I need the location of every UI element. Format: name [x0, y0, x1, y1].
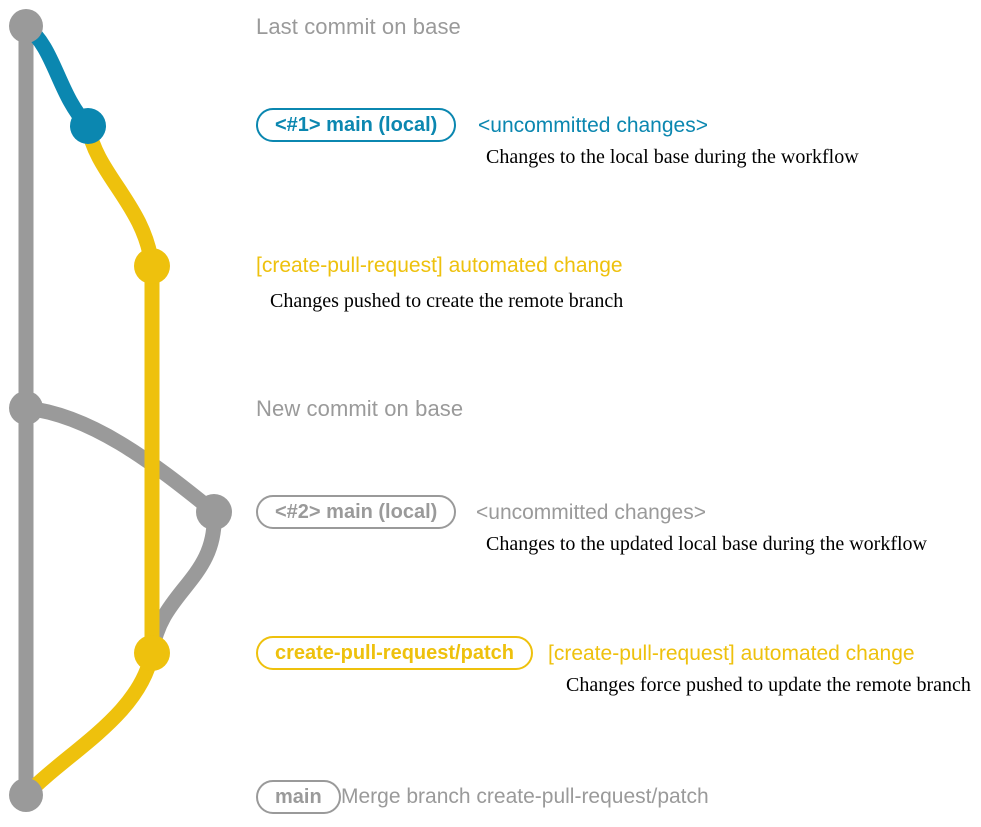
commit-node-local-1[interactable]: [70, 108, 106, 144]
commit-description-remote-force-push: Changes force pushed to update the remot…: [566, 674, 971, 696]
ref-pill-remote-patch[interactable]: create-pull-request/patch: [256, 636, 533, 670]
headline-last-commit-on-base: Last commit on base: [256, 14, 461, 39]
commit-node-new-commit-on-base[interactable]: [9, 391, 43, 425]
commit-subject-remote-create: [create-pull-request] automated change: [256, 254, 623, 277]
commit-node-remote-create[interactable]: [134, 248, 170, 284]
ref-pill-local-1[interactable]: <#1> main (local): [256, 108, 457, 142]
commit-subject-local-2: <uncommitted changes>: [476, 501, 706, 524]
ref-pill-local-2[interactable]: <#2> main (local): [256, 495, 457, 529]
commit-subject-local-1: <uncommitted changes>: [478, 114, 708, 137]
commit-subject-remote-force-push: [create-pull-request] automated change: [548, 642, 915, 665]
branch-line-remote-to-merge: [18, 645, 160, 803]
branch-line-base-to-local2: [18, 400, 222, 520]
ref-pill-main-label: main: [275, 786, 322, 808]
ref-pill-remote-patch-label: create-pull-request/patch: [275, 642, 514, 664]
commit-node-local-2[interactable]: [196, 494, 232, 530]
commit-description-local-2: Changes to the updated local base during…: [486, 533, 927, 555]
ref-pill-main[interactable]: main: [256, 780, 341, 814]
ref-pill-local-1-label: <#1> main (local): [275, 114, 438, 136]
commit-subject-merge: Merge branch create-pull-request/patch: [341, 785, 709, 808]
commit-node-remote-force-push[interactable]: [134, 635, 170, 671]
commit-node-last-commit-on-base[interactable]: [9, 9, 43, 43]
ref-pill-local-2-label: <#2> main (local): [275, 501, 438, 523]
commit-node-merge-commit[interactable]: [9, 778, 43, 812]
commit-description-local-1: Changes to the local base during the wor…: [486, 146, 859, 168]
commit-description-remote-create: Changes pushed to create the remote bran…: [270, 290, 624, 312]
headline-new-commit-on-base: New commit on base: [256, 396, 464, 421]
